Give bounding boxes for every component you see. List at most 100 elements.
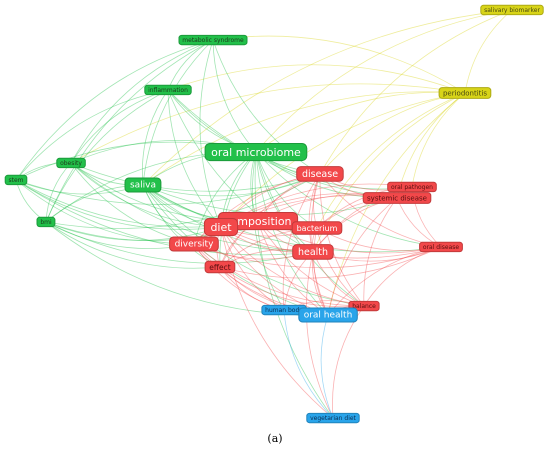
- node-label-stem: stem: [8, 177, 23, 184]
- node-label-vegetarian-diet: vegetarian diet: [310, 415, 356, 422]
- node-disease[interactable]: disease: [296, 166, 344, 182]
- edge-saliva-balance: [142, 184, 365, 307]
- edge-diet-balance: [220, 226, 365, 307]
- edge-periodontitis-bacterium: [316, 92, 466, 229]
- node-effect[interactable]: effect: [204, 260, 236, 274]
- node-box-oral-health: [298, 307, 358, 323]
- edge-diversity-balance: [193, 243, 365, 307]
- node-label-obesity: obesity: [60, 160, 82, 167]
- edge-bacterium-oral-health: [313, 227, 329, 316]
- edge-inflammation-bmi: [45, 89, 169, 223]
- edge-disease-human-body: [282, 173, 321, 311]
- node-salivary-biomarker[interactable]: salivary biomarker: [480, 4, 544, 16]
- node-label-saliva: saliva: [130, 181, 156, 191]
- node-label-composition: composition: [224, 215, 291, 228]
- edge-periodontitis-oral-pathogen: [411, 92, 466, 188]
- node-metabolic-syndrome[interactable]: metabolic syndrome: [178, 34, 248, 46]
- node-bmi[interactable]: bmi: [36, 216, 56, 228]
- node-label-diversity: diversity: [175, 240, 214, 250]
- node-box-diversity: [169, 236, 219, 252]
- edge-inflammation-saliva: [142, 89, 169, 186]
- edge-metabolic-syndrome-bmi: [45, 39, 214, 223]
- node-box-oral-microbiome: [204, 143, 308, 162]
- edge-salivary-biomarker-disease: [319, 9, 513, 175]
- edge-metabolic-syndrome-obesity: [70, 39, 214, 164]
- edge-saliva-oral-disease: [142, 184, 442, 253]
- node-composition[interactable]: composition: [217, 212, 299, 231]
- node-obesity[interactable]: obesity: [56, 157, 86, 169]
- node-label-diet: diet: [210, 221, 232, 234]
- node-oral-pathogen[interactable]: oral pathogen: [387, 181, 437, 193]
- node-label-health: health: [298, 247, 328, 258]
- node-label-systemic-disease: systemic disease: [367, 195, 427, 203]
- node-bacterium[interactable]: bacterium: [291, 221, 343, 235]
- edge-metabolic-syndrome-disease: [212, 39, 321, 175]
- node-label-oral-microbiome: oral microbiome: [211, 146, 301, 159]
- edge-systemic-disease-oral-health: [327, 197, 398, 316]
- edge-metabolic-syndrome-oral-microbiome: [212, 39, 257, 153]
- edge-oral-microbiome-effect: [219, 151, 257, 268]
- node-oral-disease[interactable]: oral disease: [419, 241, 463, 253]
- edge-health-vegetarian-diet: [306, 251, 334, 419]
- edge-metabolic-syndrome-saliva: [142, 39, 214, 186]
- edge-inflammation-diet: [167, 89, 222, 228]
- node-diet[interactable]: diet: [203, 218, 239, 237]
- edge-oral-disease-balance: [363, 246, 442, 307]
- node-label-oral-disease: oral disease: [423, 244, 459, 251]
- edge-oral-health-vegetarian-diet: [320, 314, 334, 419]
- edge-salivary-biomarker-oral-microbiome: [255, 9, 513, 153]
- edge-effect-balance: [219, 266, 365, 308]
- node-label-periodontitis: periodontitis: [443, 90, 487, 98]
- edge-diversity-oral-disease: [193, 243, 442, 269]
- node-label-bacterium: bacterium: [297, 224, 338, 233]
- edge-salivary-biomarker-periodontitis: [464, 9, 513, 94]
- node-health[interactable]: health: [292, 244, 334, 260]
- node-systemic-disease[interactable]: systemic disease: [362, 192, 432, 204]
- node-box-periodontitis: [438, 87, 492, 99]
- node-label-bmi: bmi: [40, 219, 52, 226]
- edge-bacterium-balance: [316, 227, 365, 307]
- node-periodontitis[interactable]: periodontitis: [438, 87, 492, 99]
- edge-periodontitis-inflammation: [167, 64, 466, 94]
- edge-inflammation-stem: [15, 89, 169, 181]
- edge-bmi-effect: [45, 221, 221, 269]
- node-box-systemic-disease: [362, 192, 432, 204]
- node-box-bmi: [36, 216, 56, 228]
- node-box-oral-disease: [419, 241, 463, 253]
- node-box-health: [292, 244, 334, 260]
- node-label-effect: effect: [209, 263, 231, 272]
- edge-diet-vegetarian-diet: [220, 226, 334, 419]
- node-balance[interactable]: balance: [348, 300, 380, 312]
- node-oral-microbiome[interactable]: oral microbiome: [204, 143, 308, 162]
- edge-balance-vegetarian-diet: [332, 305, 365, 419]
- edge-periodontitis-saliva: [142, 91, 466, 186]
- node-label-human-body: human body: [265, 307, 303, 314]
- edge-composition-oral-health: [257, 220, 329, 316]
- node-box-balance: [348, 300, 380, 312]
- node-human-body[interactable]: human body: [261, 304, 307, 316]
- edge-stem-health: [15, 179, 314, 256]
- edge-oral-microbiome-health: [255, 151, 314, 253]
- node-saliva[interactable]: saliva: [124, 177, 162, 193]
- edge-obesity-disease: [70, 162, 321, 192]
- edge-inflammation-health: [167, 89, 314, 253]
- node-label-oral-pathogen: oral pathogen: [391, 184, 433, 191]
- node-label-oral-health: oral health: [304, 311, 353, 321]
- node-box-disease: [296, 166, 344, 182]
- node-diversity[interactable]: diversity: [169, 236, 219, 252]
- edge-oral-microbiome-oral-disease: [255, 151, 442, 248]
- edge-bmi-diet: [45, 221, 222, 241]
- node-label-disease: disease: [302, 169, 338, 180]
- figure-caption: (a): [267, 432, 283, 445]
- node-inflammation[interactable]: inflammation: [144, 84, 192, 96]
- network-nodes: salivary biomarker periodontitis metabolic…: [4, 4, 544, 424]
- node-box-oral-pathogen: [387, 181, 437, 193]
- edge-periodontitis-obesity: [70, 83, 466, 164]
- node-vegetarian-diet[interactable]: vegetarian diet: [306, 412, 360, 424]
- node-oral-health[interactable]: oral health: [298, 307, 358, 323]
- edge-stem-diet: [15, 179, 222, 230]
- edge-disease-balance: [319, 173, 365, 307]
- edge-bmi-health: [45, 221, 314, 264]
- edge-periodontitis-oral-microbiome: [255, 91, 466, 153]
- node-stem[interactable]: stem: [4, 174, 28, 186]
